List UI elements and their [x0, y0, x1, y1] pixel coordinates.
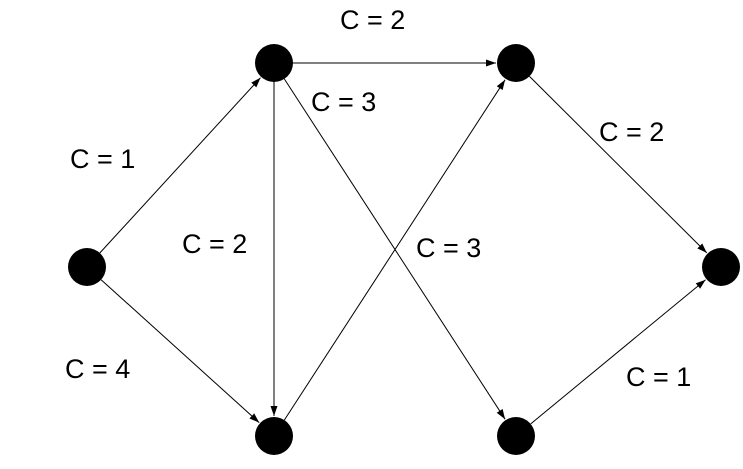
edge-label-n2-n4: C = 2	[340, 5, 405, 35]
edge-n1-n2	[99, 77, 261, 254]
edge-label-n2-n3: C = 2	[182, 229, 247, 259]
edge-n3-n4	[283, 79, 506, 421]
edge-label-n3-n4: C = 3	[416, 233, 481, 263]
edges	[99, 59, 708, 425]
edge-labels: C = 1 C = 4 C = 2 C = 2 C = 3 C = 3 C = 2 C = 1	[65, 5, 691, 392]
node-n1	[68, 248, 106, 286]
node-n6	[702, 248, 740, 286]
edge-label-n5-n6: C = 1	[626, 362, 691, 392]
node-n4	[497, 44, 535, 82]
edge-n5-n6	[530, 279, 706, 425]
edge-label-n1-n2: C = 1	[70, 144, 135, 174]
edge-label-n4-n6: C = 2	[599, 117, 664, 147]
edge-n1-n3	[100, 279, 260, 423]
edge-label-n1-n3: C = 4	[65, 354, 130, 384]
edge-label-n2-n5: C = 3	[311, 87, 376, 117]
nodes	[68, 44, 740, 455]
edge-n4-n6	[529, 76, 708, 254]
node-n3	[255, 417, 293, 455]
node-n2	[255, 44, 293, 82]
node-n5	[497, 417, 535, 455]
